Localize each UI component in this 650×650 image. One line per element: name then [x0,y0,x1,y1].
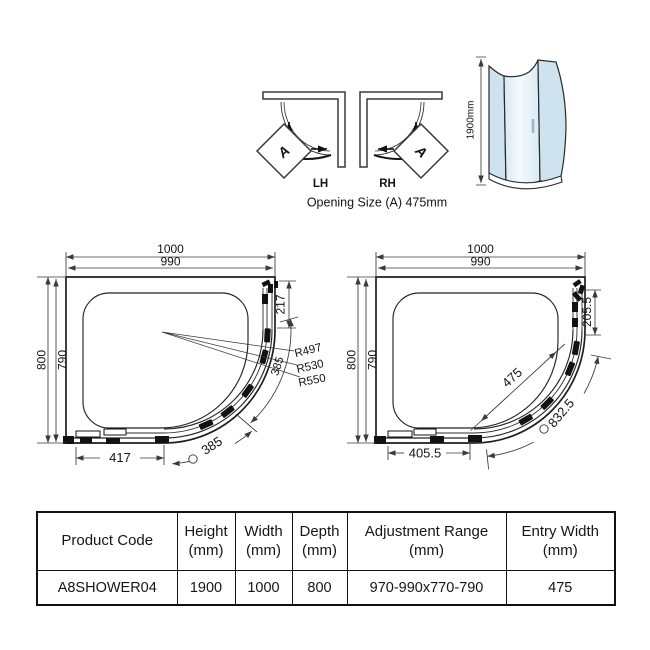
lh-orientation-diagram: A LH [255,91,346,190]
spec-value-depth: 800 [291,570,348,606]
shower-tray-lip [488,172,563,190]
lh-wall [262,91,346,168]
spec-header-height: Height (mm) [176,511,236,571]
dim-joggle-loop [188,454,198,464]
rh-opening-marker-diamond [392,122,450,180]
spec-header-adjustment-range: Adjustment Range (mm) [346,511,507,571]
right-tray-outline [392,292,559,429]
left-dim-790: 790 [56,350,70,370]
shower-3d-view: 1900mm [466,56,567,190]
left-dim-990: 990 [160,255,180,269]
left-tray-outline [82,292,249,429]
shower-height-label: 1900mm [466,101,477,140]
right-dim-800: 800 [345,350,359,370]
opening-size-caption: Opening Size (A) 475mm [307,196,447,210]
glass-panel-left [488,64,507,186]
right-dim-1000: 1000 [467,242,494,256]
spec-value-height: 1900 [176,570,236,606]
rh-wall [359,91,443,168]
lh-label: LH [313,178,328,190]
spec-value-product-code: A8SHOWER04 [36,570,178,606]
left-frame-outline [65,276,276,444]
right-plan-drawing: 1000 990 800 790 205.5 475 832.5 405.5 [345,242,612,470]
spec-table: Product Code Height (mm) Width (mm) Dept… [36,511,616,606]
spec-value-entry-width: 475 [505,570,616,606]
right-dim-475: 475 [499,365,525,391]
dim-joggle-loop [539,424,549,434]
left-dim-217: 217 [274,294,288,314]
right-dim-405-5: 405.5 [409,446,442,461]
spec-value-adjustment-range: 970-990x770-790 [346,570,507,606]
lh-opening-marker-diamond [255,122,313,180]
spec-header-product-code: Product Code [36,511,178,571]
left-dim-385-upper: 385 [269,355,286,377]
spec-header-width: Width (mm) [234,511,293,571]
left-dim-385-lower: 385 [199,433,225,457]
rh-label: RH [379,178,396,190]
left-radius-r550: R550 [298,372,327,389]
left-arc-385-upper-line [250,318,294,424]
spec-header-entry-width: Entry Width (mm) [505,511,616,571]
spec-value-width: 1000 [234,570,293,606]
spec-header-row: Product Code Height (mm) Width (mm) Dept… [36,511,616,571]
glass-door-panel [503,59,541,187]
left-dim-800: 800 [35,350,49,370]
right-dim-475-line [480,351,557,422]
left-radius-r497: R497 [293,342,323,360]
left-dim-417: 417 [109,450,131,465]
right-dim-990: 990 [470,255,490,269]
left-plan-drawing: 1000 990 800 790 217 R497 R530 R550 385 … [35,242,327,467]
right-dim-790: 790 [366,350,380,370]
spec-table-wrapper: Product Code Height (mm) Width (mm) Dept… [36,511,616,606]
rh-orientation-diagram: A RH [359,91,450,190]
left-dim-1000: 1000 [157,242,184,256]
spec-value-row: A8SHOWER04 1900 1000 800 970-990x770-790… [36,570,616,606]
glass-panel-right [537,59,567,182]
spec-header-depth: Depth (mm) [291,511,348,571]
right-dim-205-5: 205.5 [580,297,594,327]
